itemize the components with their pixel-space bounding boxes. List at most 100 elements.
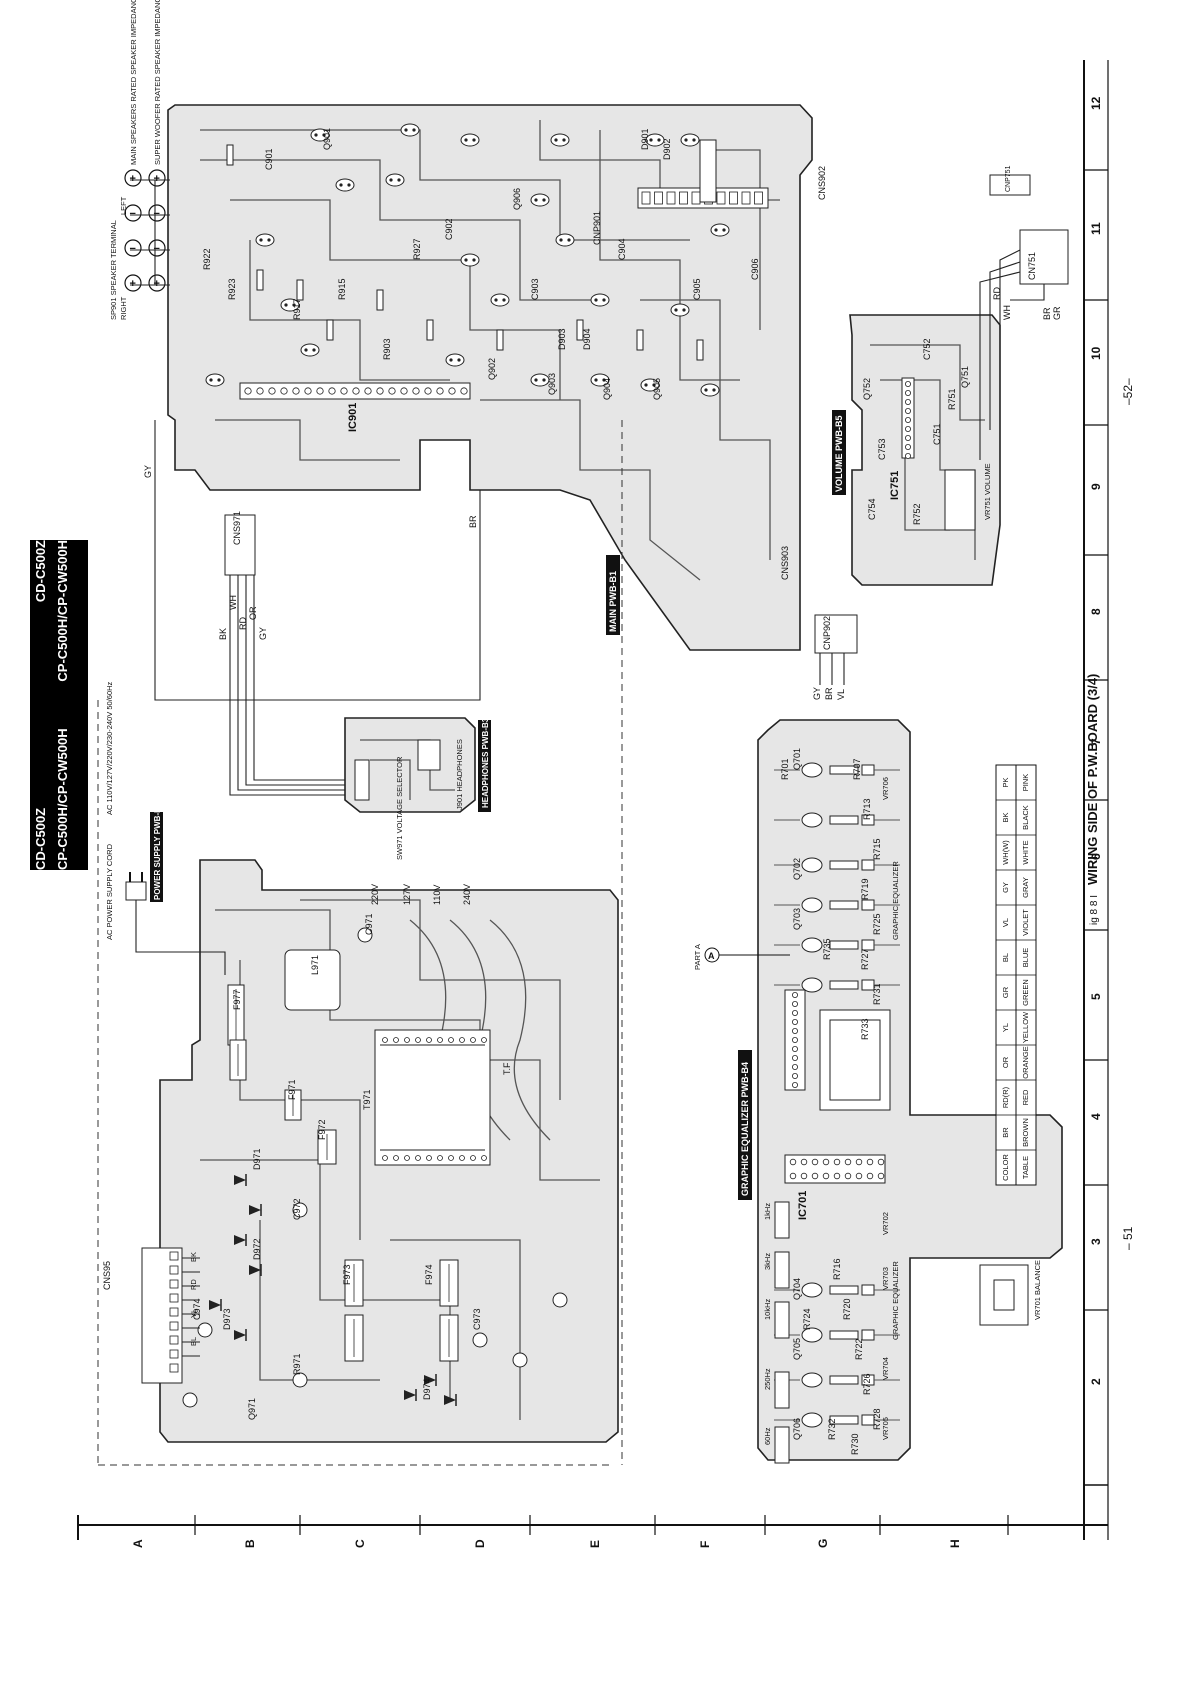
main-component bbox=[700, 383, 720, 397]
component-lead bbox=[464, 258, 468, 262]
t971-pin bbox=[382, 1037, 388, 1043]
t971-pin bbox=[382, 1155, 388, 1161]
eq-connector-pin bbox=[792, 1082, 799, 1089]
component-lead bbox=[472, 138, 476, 142]
speaker-terminal-post bbox=[148, 274, 166, 292]
speaker-terminal-post bbox=[124, 204, 142, 222]
label-ac-cord: AC POWER SUPPLY CORD bbox=[105, 843, 114, 940]
eq-transistor bbox=[801, 857, 823, 873]
ic751-pin bbox=[905, 425, 912, 432]
eq-capacitor bbox=[861, 899, 875, 911]
component-lead bbox=[674, 308, 678, 312]
ic901-pin bbox=[460, 387, 468, 395]
ic701-pin bbox=[800, 1172, 808, 1180]
cns95-pin bbox=[169, 1363, 179, 1373]
eq-connector-pin bbox=[792, 1028, 799, 1035]
ic751-pin bbox=[905, 407, 912, 414]
speaker-terminal-title: SP901 SPEAKER TERMINAL bbox=[109, 220, 118, 320]
label-c753: C753 bbox=[877, 438, 887, 460]
component-lead bbox=[284, 303, 288, 307]
graphic-eq-board-tag: GRAPHIC EQUALIZER PWB-B4 bbox=[740, 1062, 750, 1196]
ic701-pin bbox=[855, 1158, 863, 1166]
t971-pin bbox=[415, 1037, 421, 1043]
label-1khz: 1kHz bbox=[763, 1203, 772, 1220]
cnp901-pin bbox=[666, 191, 676, 205]
label-c971: C971 bbox=[364, 913, 374, 935]
label-c901: C901 bbox=[264, 148, 274, 170]
figure-caption-prefix: ig 8 8 I bbox=[1089, 895, 1100, 925]
component-lead bbox=[652, 383, 656, 387]
label-r752: R752 bbox=[912, 503, 922, 525]
label-r915: R915 bbox=[337, 278, 347, 300]
main-component bbox=[400, 123, 420, 137]
main-board-tag: MAIN PWB-B1 bbox=[608, 571, 618, 632]
power-diode bbox=[249, 1205, 261, 1215]
label-cnp901: CNP901 bbox=[592, 211, 602, 245]
label-q701: Q701 bbox=[792, 748, 802, 770]
component-lead bbox=[267, 238, 271, 242]
color-table-name: BROWN bbox=[1021, 1118, 1030, 1147]
power-capacitor bbox=[292, 1202, 308, 1218]
color-table-name: PINK bbox=[1021, 774, 1030, 792]
wire-br-2: BR bbox=[824, 687, 834, 700]
color-table-code: OR bbox=[1001, 1056, 1010, 1068]
label-r707: R707 bbox=[852, 758, 862, 780]
label-q705: Q705 bbox=[792, 1338, 802, 1360]
main-component bbox=[590, 373, 610, 387]
eq-transistor bbox=[801, 1282, 823, 1298]
label-r715: R715 bbox=[872, 838, 882, 860]
ic701-pin bbox=[855, 1172, 863, 1180]
label-part-a: PART A bbox=[693, 944, 702, 970]
label-c903: C903 bbox=[530, 278, 540, 300]
grid-row-D: D bbox=[473, 1539, 487, 1548]
eq-resistor bbox=[829, 980, 859, 990]
label-f971: F971 bbox=[287, 1079, 297, 1100]
speaker-right-label: RIGHT bbox=[119, 296, 128, 320]
eq-resistor bbox=[829, 1285, 859, 1295]
volume-board: IC751 C751 C752 C753 C754 R751 R752 Q751… bbox=[832, 314, 1001, 586]
harness-main-headphones: BK WH RD OR GY GY BR bbox=[143, 420, 481, 796]
label-vr706: VR706 bbox=[881, 777, 890, 800]
label-q706: Q706 bbox=[792, 1418, 802, 1440]
t971-pin bbox=[470, 1037, 476, 1043]
headphones-board-tag: HEADPHONES PWB-B3 bbox=[481, 717, 490, 808]
cns95-wire-rd: RD bbox=[189, 1279, 198, 1290]
eq-connector-pin bbox=[792, 1001, 799, 1008]
cns95-wire-bl: BL bbox=[189, 1337, 198, 1346]
ic901-pin bbox=[412, 387, 420, 395]
cns95-pin bbox=[169, 1321, 179, 1331]
label-r922: R922 bbox=[202, 248, 212, 270]
ic701-pin bbox=[877, 1158, 885, 1166]
component-lead bbox=[217, 378, 221, 382]
wire-bk-1: BK bbox=[218, 628, 228, 640]
main-component bbox=[555, 233, 575, 247]
power-diode bbox=[249, 1265, 261, 1275]
label-cns95: CNS95 bbox=[102, 1261, 112, 1290]
label-f977: F977 bbox=[232, 989, 242, 1010]
component-lead bbox=[602, 378, 606, 382]
ic701-pin bbox=[877, 1172, 885, 1180]
cnp901-pin bbox=[754, 191, 763, 205]
label-127v: 127V bbox=[402, 884, 412, 905]
grid-row-H: H bbox=[948, 1539, 962, 1548]
grid-col-9: 9 bbox=[1089, 483, 1103, 490]
ic701-pin bbox=[811, 1158, 819, 1166]
main-resistor bbox=[576, 319, 584, 341]
component-lead bbox=[314, 133, 318, 137]
cns95-pin bbox=[169, 1265, 179, 1275]
label-r927: R927 bbox=[412, 238, 422, 260]
wire-or-1: OR bbox=[248, 606, 258, 620]
component-lead bbox=[562, 138, 566, 142]
cnp901-pin bbox=[729, 191, 738, 205]
grid-col-4: 4 bbox=[1089, 1113, 1103, 1120]
ic901-pin bbox=[316, 387, 324, 395]
color-table-code: BK bbox=[1001, 812, 1010, 822]
model-title-box: CD-C500Z CD-C500Z CP-C500H/CP-CW500H CP-… bbox=[30, 540, 88, 870]
eq-resistor bbox=[829, 1415, 859, 1425]
component-lead bbox=[494, 298, 498, 302]
component-lead bbox=[602, 298, 606, 302]
eq-connector-pin bbox=[792, 1019, 799, 1026]
label-q704: Q704 bbox=[792, 1278, 802, 1300]
label-d902: D902 bbox=[662, 138, 672, 160]
component-lead bbox=[312, 348, 316, 352]
